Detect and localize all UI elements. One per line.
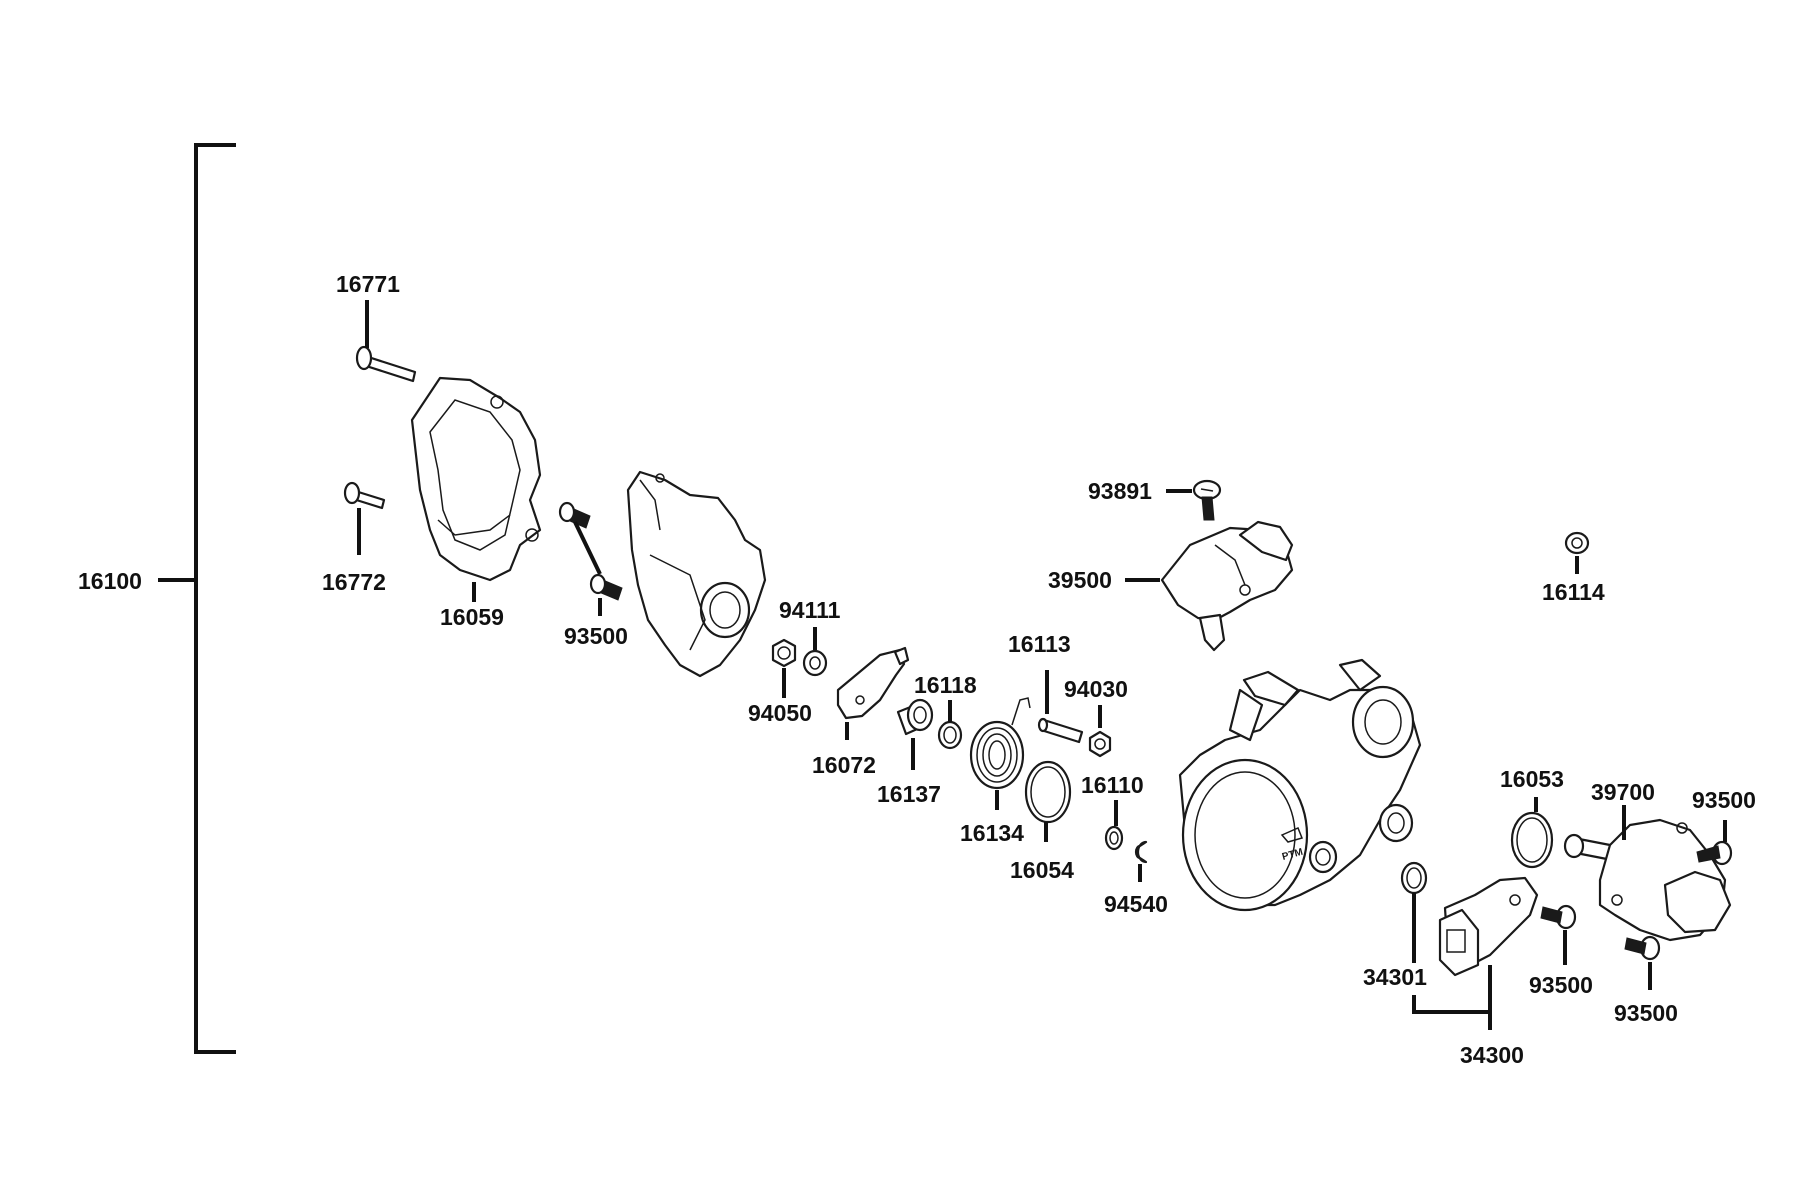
bracket-34300 bbox=[1412, 965, 1492, 1014]
lever-plate-16072 bbox=[836, 646, 910, 720]
screw-93500-c bbox=[1540, 904, 1577, 930]
washer-16110 bbox=[1104, 825, 1124, 851]
assembly-label: 16100 bbox=[78, 568, 142, 594]
label-93500-a: 93500 bbox=[564, 623, 628, 649]
clip-94540 bbox=[1134, 840, 1148, 864]
label-16072: 16072 bbox=[812, 752, 876, 778]
label-94050: 94050 bbox=[748, 700, 812, 726]
bolt-16772 bbox=[343, 481, 386, 510]
oring-16053 bbox=[1510, 811, 1554, 869]
bushing-16137 bbox=[896, 698, 934, 736]
label-16054: 16054 bbox=[1010, 857, 1074, 883]
screw-93500-d bbox=[1624, 935, 1661, 961]
label-16118: 16118 bbox=[914, 672, 977, 698]
svg-text:PTM: PTM bbox=[1281, 847, 1304, 863]
pin-16113 bbox=[1037, 717, 1084, 744]
label-16113: 16113 bbox=[1008, 631, 1071, 657]
label-39500: 39500 bbox=[1048, 567, 1112, 593]
label-16137: 16137 bbox=[877, 781, 941, 807]
nut-94030 bbox=[1088, 730, 1112, 758]
label-16771: 16771 bbox=[336, 271, 400, 297]
iac-valve-39700 bbox=[1563, 818, 1732, 942]
label-94111: 94111 bbox=[779, 597, 841, 623]
cap-16114 bbox=[1564, 531, 1590, 555]
washer-94111 bbox=[802, 649, 828, 677]
ring-16118 bbox=[937, 720, 963, 750]
cover-gasket-16059 bbox=[410, 376, 542, 582]
throttle-housing-cover bbox=[626, 470, 767, 678]
label-39700: 39700 bbox=[1591, 779, 1655, 805]
label-94030: 94030 bbox=[1064, 676, 1128, 702]
oring-16054 bbox=[1024, 760, 1072, 824]
label-16114: 16114 bbox=[1542, 579, 1605, 605]
throttle-body: PTM bbox=[1178, 658, 1422, 912]
label-93500-c: 93500 bbox=[1529, 972, 1593, 998]
screw-93500-b bbox=[1696, 840, 1733, 866]
screw-93891 bbox=[1192, 479, 1222, 521]
spring-16134 bbox=[969, 697, 1031, 790]
label-16059: 16059 bbox=[440, 604, 504, 630]
label-34301: 34301 bbox=[1363, 964, 1427, 990]
oring-34301 bbox=[1400, 861, 1428, 895]
screw-pair-93500 bbox=[558, 501, 623, 601]
label-93500-b: 93500 bbox=[1692, 787, 1756, 813]
label-93891: 93891 bbox=[1088, 478, 1152, 504]
label-93500-d: 93500 bbox=[1614, 1000, 1678, 1026]
map-sensor-39500 bbox=[1160, 520, 1294, 652]
tps-sensor-34300 bbox=[1438, 876, 1539, 977]
label-16110: 16110 bbox=[1081, 772, 1144, 798]
label-34300: 34300 bbox=[1460, 1042, 1524, 1068]
label-94540: 94540 bbox=[1104, 891, 1168, 917]
bolt-16771 bbox=[355, 345, 417, 383]
label-16134: 16134 bbox=[960, 820, 1024, 846]
label-16772: 16772 bbox=[322, 569, 386, 595]
label-16053: 16053 bbox=[1500, 766, 1564, 792]
nut-94050 bbox=[771, 638, 797, 668]
assembly-bracket bbox=[158, 143, 236, 1054]
